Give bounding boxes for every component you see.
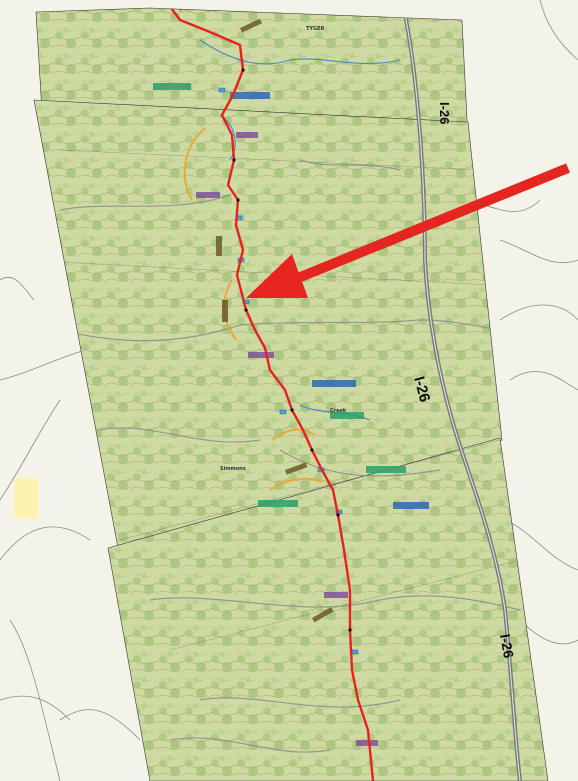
milepost-tags: [178, 8, 334, 623]
highway-label-i26-north: I-26: [437, 102, 452, 124]
place-label-tyger: TYGER: [306, 26, 325, 32]
red-pointer-arrow: [246, 163, 570, 298]
highway-label-i26-middle: I-26: [410, 375, 433, 404]
local-roads: [59, 159, 521, 753]
yellow-patch: [14, 478, 38, 518]
route-nodes: [232, 68, 352, 632]
interstate-i26-road: [400, 8, 522, 781]
pipeline-route: [164, 8, 375, 781]
place-label-simmons: Simmons: [220, 466, 246, 472]
route-label-tags: [153, 83, 429, 746]
place-label-creek: Creek: [330, 408, 347, 414]
highway-label-i26-south: I-26: [497, 633, 517, 660]
